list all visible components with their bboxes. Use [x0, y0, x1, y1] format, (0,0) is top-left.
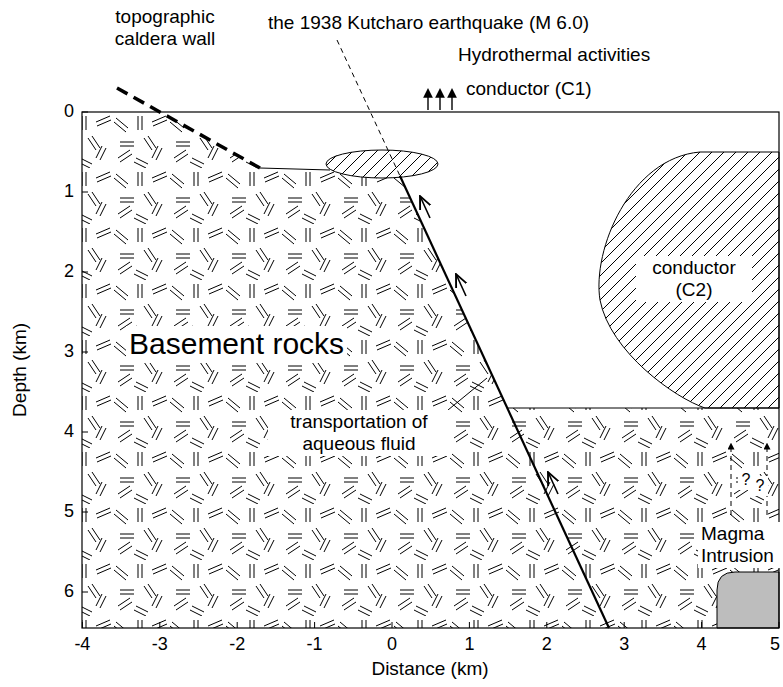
x-tick-label: -4 — [65, 634, 99, 655]
hydrothermal-label: Hydrothermal activities — [458, 44, 650, 66]
conductor-c1-hatch — [326, 150, 438, 178]
x-tick — [159, 622, 160, 628]
process-label: transportation of aqueous fluid — [268, 410, 450, 456]
x-tick — [314, 622, 315, 628]
x-tick-label: -2 — [220, 634, 254, 655]
uncertain-fluid-arrows — [731, 444, 767, 515]
conductor-c2 — [599, 152, 779, 408]
x-tick — [624, 622, 625, 628]
y-tick — [82, 192, 88, 193]
axis-title: Distance (km) — [371, 658, 488, 680]
x-tick — [237, 622, 238, 628]
axis-ticks — [82, 112, 779, 628]
basement-rocks — [507, 408, 779, 628]
question-mark: ? — [752, 476, 768, 496]
fault — [400, 176, 609, 628]
fault-extension — [337, 40, 400, 176]
magma-intrusion — [717, 572, 779, 628]
x-tick-label: 5 — [746, 634, 780, 655]
x-tick — [82, 622, 83, 628]
earthquake-label: the 1938 Kutcharo earthquake (M 6.0) — [268, 12, 589, 34]
x-tick — [546, 622, 547, 628]
x-tick — [392, 622, 393, 628]
basement-rocks — [82, 112, 609, 628]
x-tick-label: 2 — [530, 634, 564, 655]
x-tick-label: 1 — [452, 634, 486, 655]
y-tick — [82, 592, 88, 593]
y-tick — [82, 272, 88, 273]
conductor-c1 — [326, 150, 438, 178]
x-tick-label: -1 — [298, 634, 332, 655]
x-tick — [701, 622, 702, 628]
region-label: Basement rocks — [126, 326, 347, 363]
y-tick — [82, 352, 88, 353]
y-tick — [82, 432, 88, 433]
y-tick-label: 5 — [40, 501, 74, 522]
conductor-label: conductor (C2) — [636, 256, 752, 302]
x-tick-label: 4 — [685, 634, 719, 655]
layer-boundary — [507, 408, 779, 409]
plot-frame — [82, 112, 779, 628]
y-tick — [82, 112, 88, 113]
caldera-wall — [117, 88, 260, 168]
x-tick-label: 0 — [375, 634, 409, 655]
y-tick-label: 4 — [40, 421, 74, 442]
leader-line — [448, 378, 487, 410]
y-tick-label: 2 — [40, 261, 74, 282]
x-tick-label: 3 — [607, 634, 641, 655]
x-tick — [779, 622, 780, 628]
x-tick-label: -3 — [143, 634, 177, 655]
conductor-c2-hatch — [599, 152, 779, 408]
y-tick-label: 6 — [40, 581, 74, 602]
y-tick-label: 1 — [40, 181, 74, 202]
axis-title: Depth (km) — [9, 323, 31, 417]
magma-label: Magma Intrusion — [698, 522, 783, 568]
caldera-floor — [260, 168, 330, 170]
y-tick-label: 3 — [40, 341, 74, 362]
wall-label: topographic caldera wall — [100, 6, 230, 50]
hydrothermal-arrows — [428, 90, 452, 110]
conductor-label: conductor (C1) — [466, 78, 592, 100]
x-tick — [469, 622, 470, 628]
y-tick-label: 0 — [40, 101, 74, 122]
y-tick — [82, 512, 88, 513]
